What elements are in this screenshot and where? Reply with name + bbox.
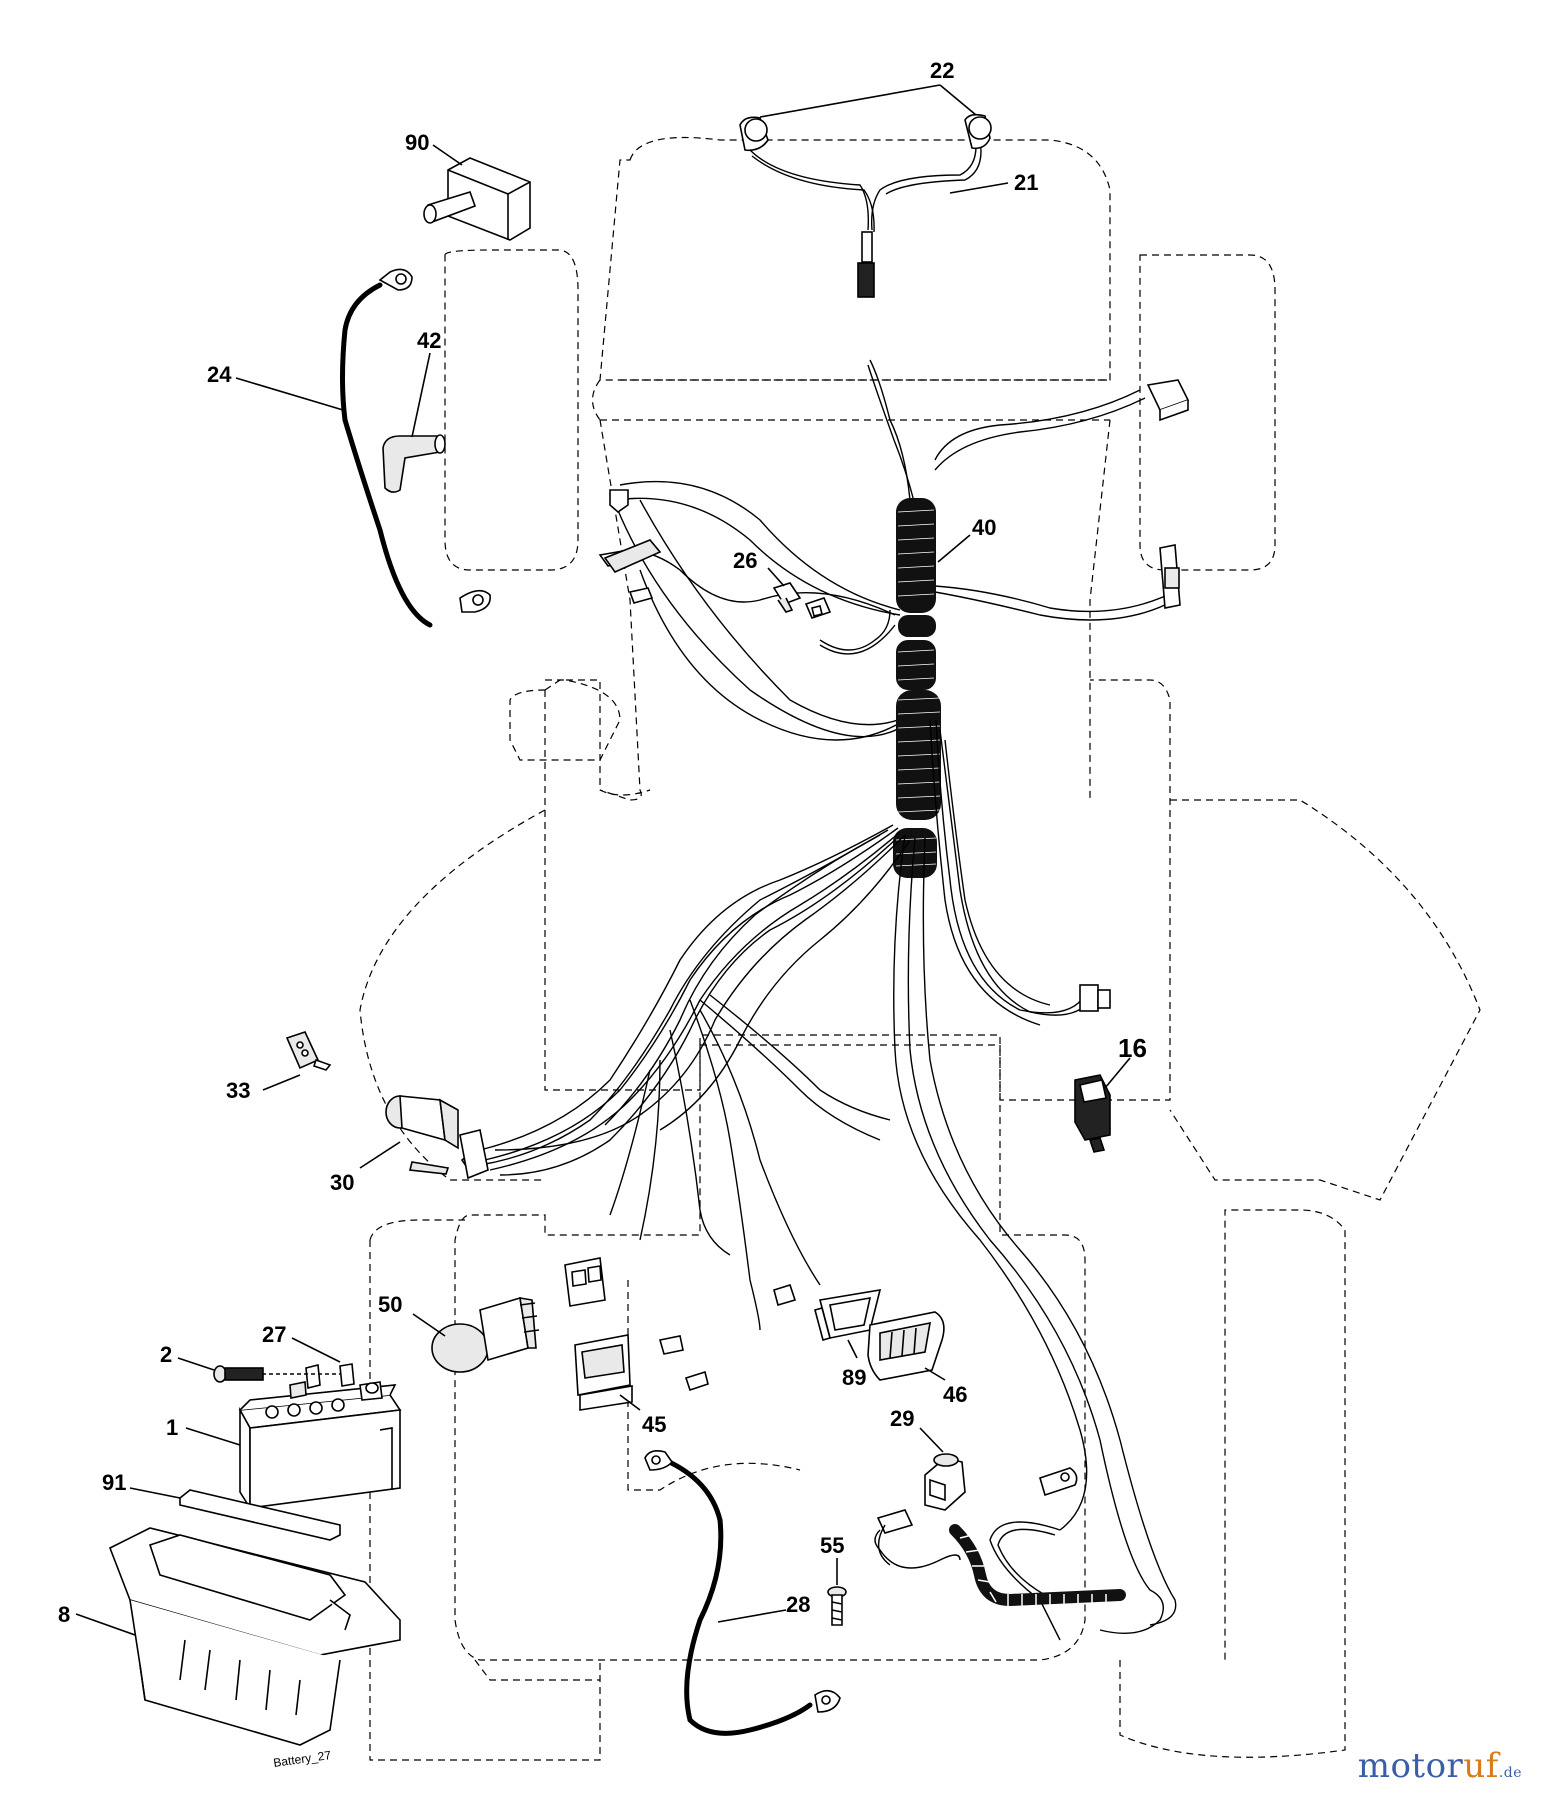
part-28-cable (644, 1450, 841, 1736)
callout-label: 26 (733, 548, 757, 573)
callout-29: 29 (890, 1406, 944, 1453)
callout-label: 22 (930, 58, 954, 83)
harness-wrap (893, 498, 941, 878)
part-24-cable (340, 268, 492, 628)
watermark-logo: motoruf.de (1358, 1746, 1522, 1786)
callout-label: 8 (58, 1602, 70, 1627)
callout-33: 33 (226, 1074, 301, 1103)
figure-reference: Battery_27 (272, 1748, 332, 1770)
callout-label: 40 (972, 515, 996, 540)
part-29-solenoid (924, 1453, 966, 1511)
callout-91: 91 (102, 1470, 181, 1499)
callout-label: 30 (330, 1170, 354, 1195)
watermark-suffix: .de (1498, 1765, 1522, 1781)
callout-40: 40 (937, 515, 996, 563)
callout-2: 2 (160, 1342, 215, 1371)
callout-label: 1 (166, 1415, 178, 1440)
coiled-cable (874, 1509, 1126, 1607)
part-33-key (285, 1031, 332, 1071)
part-26-fuse (772, 582, 832, 619)
callout-label: 50 (378, 1292, 402, 1317)
callout-55: 55 (820, 1533, 844, 1585)
callout-label: 16 (1118, 1033, 1147, 1063)
callout-label: 27 (262, 1322, 286, 1347)
callout-label: 91 (102, 1470, 126, 1495)
harness-connectors (564, 1257, 797, 1392)
part-50-switch (431, 1296, 540, 1373)
part-46-hourmeter (867, 1311, 945, 1381)
main-harness (460, 359, 1190, 1641)
headlight-assembly (739, 113, 992, 298)
callout-label: 21 (1014, 170, 1038, 195)
callout-42: 42 (411, 328, 441, 438)
callout-label: 28 (786, 1592, 810, 1617)
callout-46: 46 (924, 1367, 967, 1407)
callout-label: 24 (207, 362, 232, 387)
callout-28: 28 (717, 1592, 810, 1623)
part-8-tray (108, 1527, 401, 1746)
callout-27: 27 (262, 1322, 341, 1363)
callout-89: 89 (842, 1339, 866, 1390)
callout-8: 8 (58, 1602, 136, 1636)
callout-21: 21 (949, 170, 1038, 195)
callout-1: 1 (166, 1415, 241, 1446)
callout-label: 90 (405, 130, 429, 155)
callout-16: 16 (1104, 1033, 1147, 1089)
callout-label: 45 (642, 1412, 666, 1437)
part-27-nuts (262, 1363, 355, 1390)
part-16-switch (1074, 1074, 1111, 1153)
part-2-bolt (213, 1365, 264, 1383)
part-55-screw (827, 1586, 847, 1626)
callout-label: 89 (842, 1365, 866, 1390)
callout-label: 55 (820, 1533, 844, 1558)
callout-90: 90 (405, 130, 463, 166)
callout-26: 26 (733, 548, 785, 587)
part-42-boot (382, 434, 446, 493)
callout-45: 45 (619, 1394, 666, 1437)
tractor-outline (359, 136, 1481, 1761)
callout-label: 2 (160, 1342, 172, 1367)
part-30-ignition (385, 1095, 489, 1180)
callout-24: 24 (207, 362, 344, 411)
callout-22: 22 (759, 58, 977, 118)
part-91-strap (179, 1489, 341, 1541)
callout-label: 46 (943, 1382, 967, 1407)
callout-label: 33 (226, 1078, 250, 1103)
part-45-module (574, 1334, 633, 1411)
watermark-accent: uf (1463, 1746, 1499, 1786)
callout-label: 29 (890, 1406, 914, 1431)
callout-30: 30 (330, 1141, 401, 1195)
coil-spiral (949, 1524, 1126, 1607)
part-90-switch (423, 157, 531, 241)
callout-50: 50 (378, 1292, 446, 1337)
part-1-battery (238, 1381, 402, 1511)
callout-label: 42 (417, 328, 441, 353)
watermark-brand: motor (1357, 1746, 1464, 1786)
